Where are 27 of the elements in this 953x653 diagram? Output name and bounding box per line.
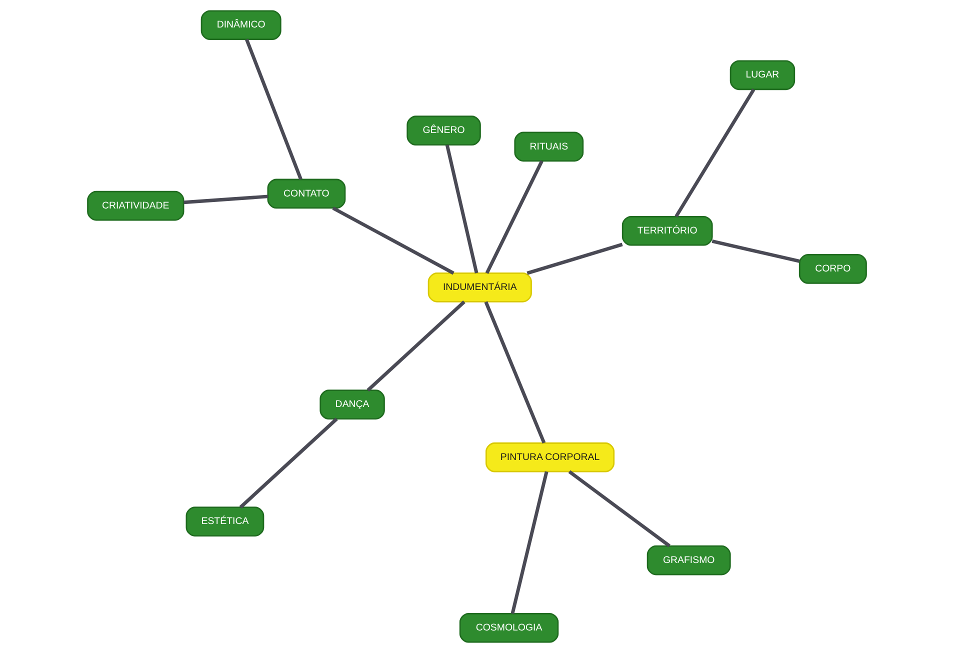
connector (510, 471, 548, 614)
connector (444, 144, 478, 274)
node-box: ESTÉTICA (185, 506, 264, 536)
node-box: DINÂMICO (200, 10, 281, 40)
connector (238, 418, 338, 509)
node-box: GRAFISMO (646, 545, 730, 576)
connector (711, 239, 800, 263)
node-box: CRIATIVIDADE (86, 190, 184, 221)
connector (183, 194, 268, 204)
connector (244, 38, 302, 180)
node-box: DANÇA (319, 390, 384, 420)
node-box: INDUMENTÁRIA (427, 272, 532, 302)
connector (366, 300, 465, 392)
connector (568, 470, 670, 548)
node-box: COSMOLOGIA (458, 612, 558, 643)
node-box: LUGAR (729, 60, 795, 90)
node-box: RITUAIS (514, 132, 584, 162)
node-box: CORPO (798, 254, 866, 284)
node-box: GÊNERO (406, 116, 480, 146)
node-box: CONTATO (266, 178, 346, 209)
connector (332, 206, 454, 275)
node-box: PINTURA CORPORAL (485, 442, 614, 472)
connector (484, 160, 543, 274)
connector (526, 242, 622, 275)
connector (484, 301, 546, 444)
node-box: TERRITÓRIO (621, 216, 712, 246)
connector (674, 88, 755, 218)
